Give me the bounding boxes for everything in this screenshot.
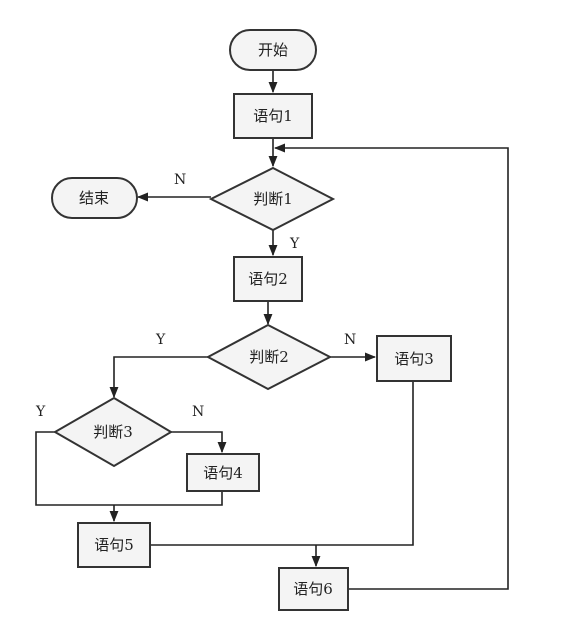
node-d1-label: 判断1 <box>253 190 293 208</box>
flag-d2-no: N <box>344 332 356 348</box>
line-s4-merge <box>114 491 223 506</box>
line-d3-yes <box>35 431 114 506</box>
node-s6: 语句6 <box>278 567 349 611</box>
node-d2: 判断2 <box>205 323 333 391</box>
node-s3: 语句3 <box>376 335 452 382</box>
node-s1: 语句1 <box>233 93 313 139</box>
node-s6-label: 语句6 <box>293 580 333 598</box>
line-s3-down <box>316 381 414 546</box>
node-start-label: 开始 <box>258 41 288 59</box>
node-d3-label: 判断3 <box>93 423 133 441</box>
node-s5: 语句5 <box>77 522 151 568</box>
node-s1-label: 语句1 <box>253 107 293 125</box>
flag-d1-no: N <box>174 172 186 188</box>
node-d2-label: 判断2 <box>249 348 289 366</box>
node-s2: 语句2 <box>233 256 303 302</box>
flag-d1-yes: Y <box>289 236 300 252</box>
arrow-d3-to-s4 <box>171 431 227 454</box>
node-d1: 判断1 <box>208 166 336 232</box>
connectors <box>35 70 509 590</box>
flag-d3-no: N <box>192 404 204 420</box>
node-s5-label: 语句5 <box>94 536 134 554</box>
node-s4: 语句4 <box>186 453 260 492</box>
node-end: 结束 <box>51 177 138 219</box>
node-d3: 判断3 <box>52 396 173 468</box>
node-s2-label: 语句2 <box>248 270 288 288</box>
arrow-d2-to-d3 <box>109 356 208 399</box>
arrow-loop-back <box>273 143 509 590</box>
node-s4-label: 语句4 <box>203 464 243 482</box>
node-start: 开始 <box>229 29 317 71</box>
flag-d3-yes: Y <box>35 404 46 420</box>
node-s3-label: 语句3 <box>394 350 434 368</box>
node-end-label: 结束 <box>79 189 109 207</box>
flag-d2-yes: Y <box>155 332 166 348</box>
